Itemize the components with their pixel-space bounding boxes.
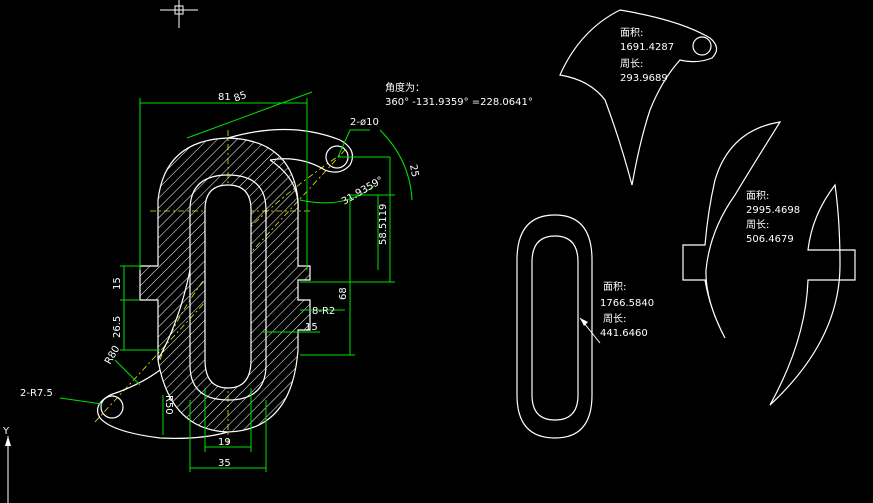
dim-35: 35	[218, 458, 231, 469]
body-outline	[139, 137, 311, 433]
region3-area-value: 1766.5840	[600, 298, 654, 309]
dim-r7-5: 2-R7.5	[20, 388, 53, 399]
region1-perim-label: 周长:	[620, 58, 643, 70]
region3-area-label: 面积:	[603, 281, 626, 293]
dim-r2: 8-R2	[312, 306, 335, 317]
lower-arm-outline	[97, 369, 229, 439]
region-slot[interactable]: 面积: 1766.5840 周长: 441.6460	[516, 214, 654, 439]
dim-58: 58.5119	[378, 204, 389, 245]
region2-perim-label: 周长:	[746, 219, 769, 231]
dim-r50: R50	[163, 395, 174, 415]
region2-area-value: 2995.4698	[746, 205, 800, 216]
ucs-icon: Y	[2, 426, 11, 503]
region2-perim-value: 506.4679	[746, 234, 794, 245]
region1-area-label: 面积:	[620, 27, 643, 39]
region2-area-label: 面积:	[746, 190, 769, 202]
dimension-lines	[59, 91, 413, 472]
dim-19: 19	[218, 437, 231, 448]
dim-r80: R80	[103, 344, 122, 367]
lower-hole	[100, 395, 124, 419]
upper-arm-outline	[227, 128, 353, 173]
ucs-y-label: Y	[2, 426, 10, 437]
dim-15-left: 15	[112, 277, 123, 290]
angle-formula: 360° -131.9359° =228.0641°	[385, 97, 533, 108]
region1-area-value: 1691.4287	[620, 42, 674, 53]
region-crescent[interactable]: 面积: 2995.4698 周长: 506.4679	[682, 121, 856, 406]
dim-25: 25	[407, 164, 420, 178]
dim-26-5: 26.5	[112, 316, 123, 338]
region1-perim-value: 293.9689	[620, 73, 668, 84]
dim-angle: 31.9359°	[340, 175, 386, 208]
slot-inner-outline	[204, 184, 252, 389]
angle-label: 角度为：	[385, 81, 425, 94]
left-part-drawing[interactable]: 81 85 2-ø10 25 31.9359° 58.5119 68 8-R2 …	[20, 81, 533, 472]
dim-68: 68	[338, 287, 349, 300]
dim-85: 85	[233, 90, 249, 105]
crosshair-cursor-icon	[160, 0, 198, 28]
region3-perim-label: 周长:	[603, 313, 626, 325]
region3-perim-value: 441.6460	[600, 328, 648, 339]
region-hook[interactable]: 面积: 1691.4287 周长: 293.9689	[559, 9, 718, 186]
inner-arc-2	[269, 159, 299, 211]
inner-arc-1	[157, 269, 191, 361]
dim-15-right: 15	[305, 322, 318, 333]
dim-81: 81	[218, 92, 231, 103]
dim-hole: 2-ø10	[350, 117, 379, 128]
